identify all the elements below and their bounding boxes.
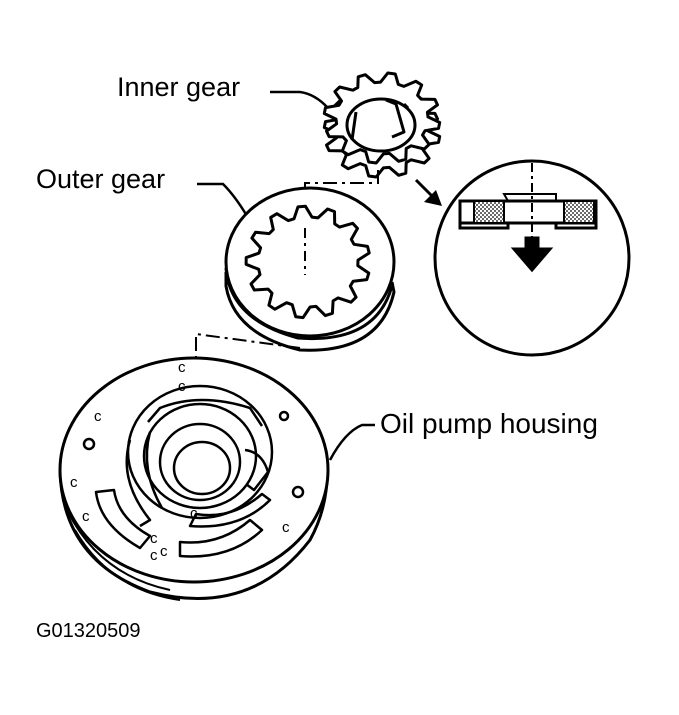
gear-cross-section-detail — [433, 159, 631, 357]
svg-text:c: c — [94, 408, 102, 425]
outer-gear-label: Outer gear — [36, 164, 166, 194]
inner-gear-label: Inner gear — [117, 72, 241, 102]
svg-text:c: c — [190, 505, 198, 522]
inner-gear-centerline — [304, 170, 379, 273]
inner-gear — [322, 71, 442, 179]
oil-pump-housing — [58, 356, 330, 601]
figure-code: G01320509 — [36, 620, 141, 642]
svg-text:c: c — [178, 378, 186, 395]
svg-text:c: c — [82, 508, 90, 525]
detail-pointer-arrow — [414, 178, 442, 206]
svg-text:c: c — [150, 530, 158, 547]
svg-text:c: c — [150, 547, 158, 564]
svg-text:c: c — [178, 359, 186, 376]
svg-text:c: c — [160, 543, 168, 560]
outer-gear — [224, 186, 396, 352]
svg-text:c: c — [282, 519, 290, 536]
leader-lines — [197, 90, 375, 461]
svg-text:c: c — [70, 474, 78, 491]
arrow-down-icon — [510, 236, 554, 273]
housing-markings: c c c c c c c c c c — [70, 359, 290, 564]
oil-pump-housing-label: Oil pump housing — [380, 408, 598, 439]
